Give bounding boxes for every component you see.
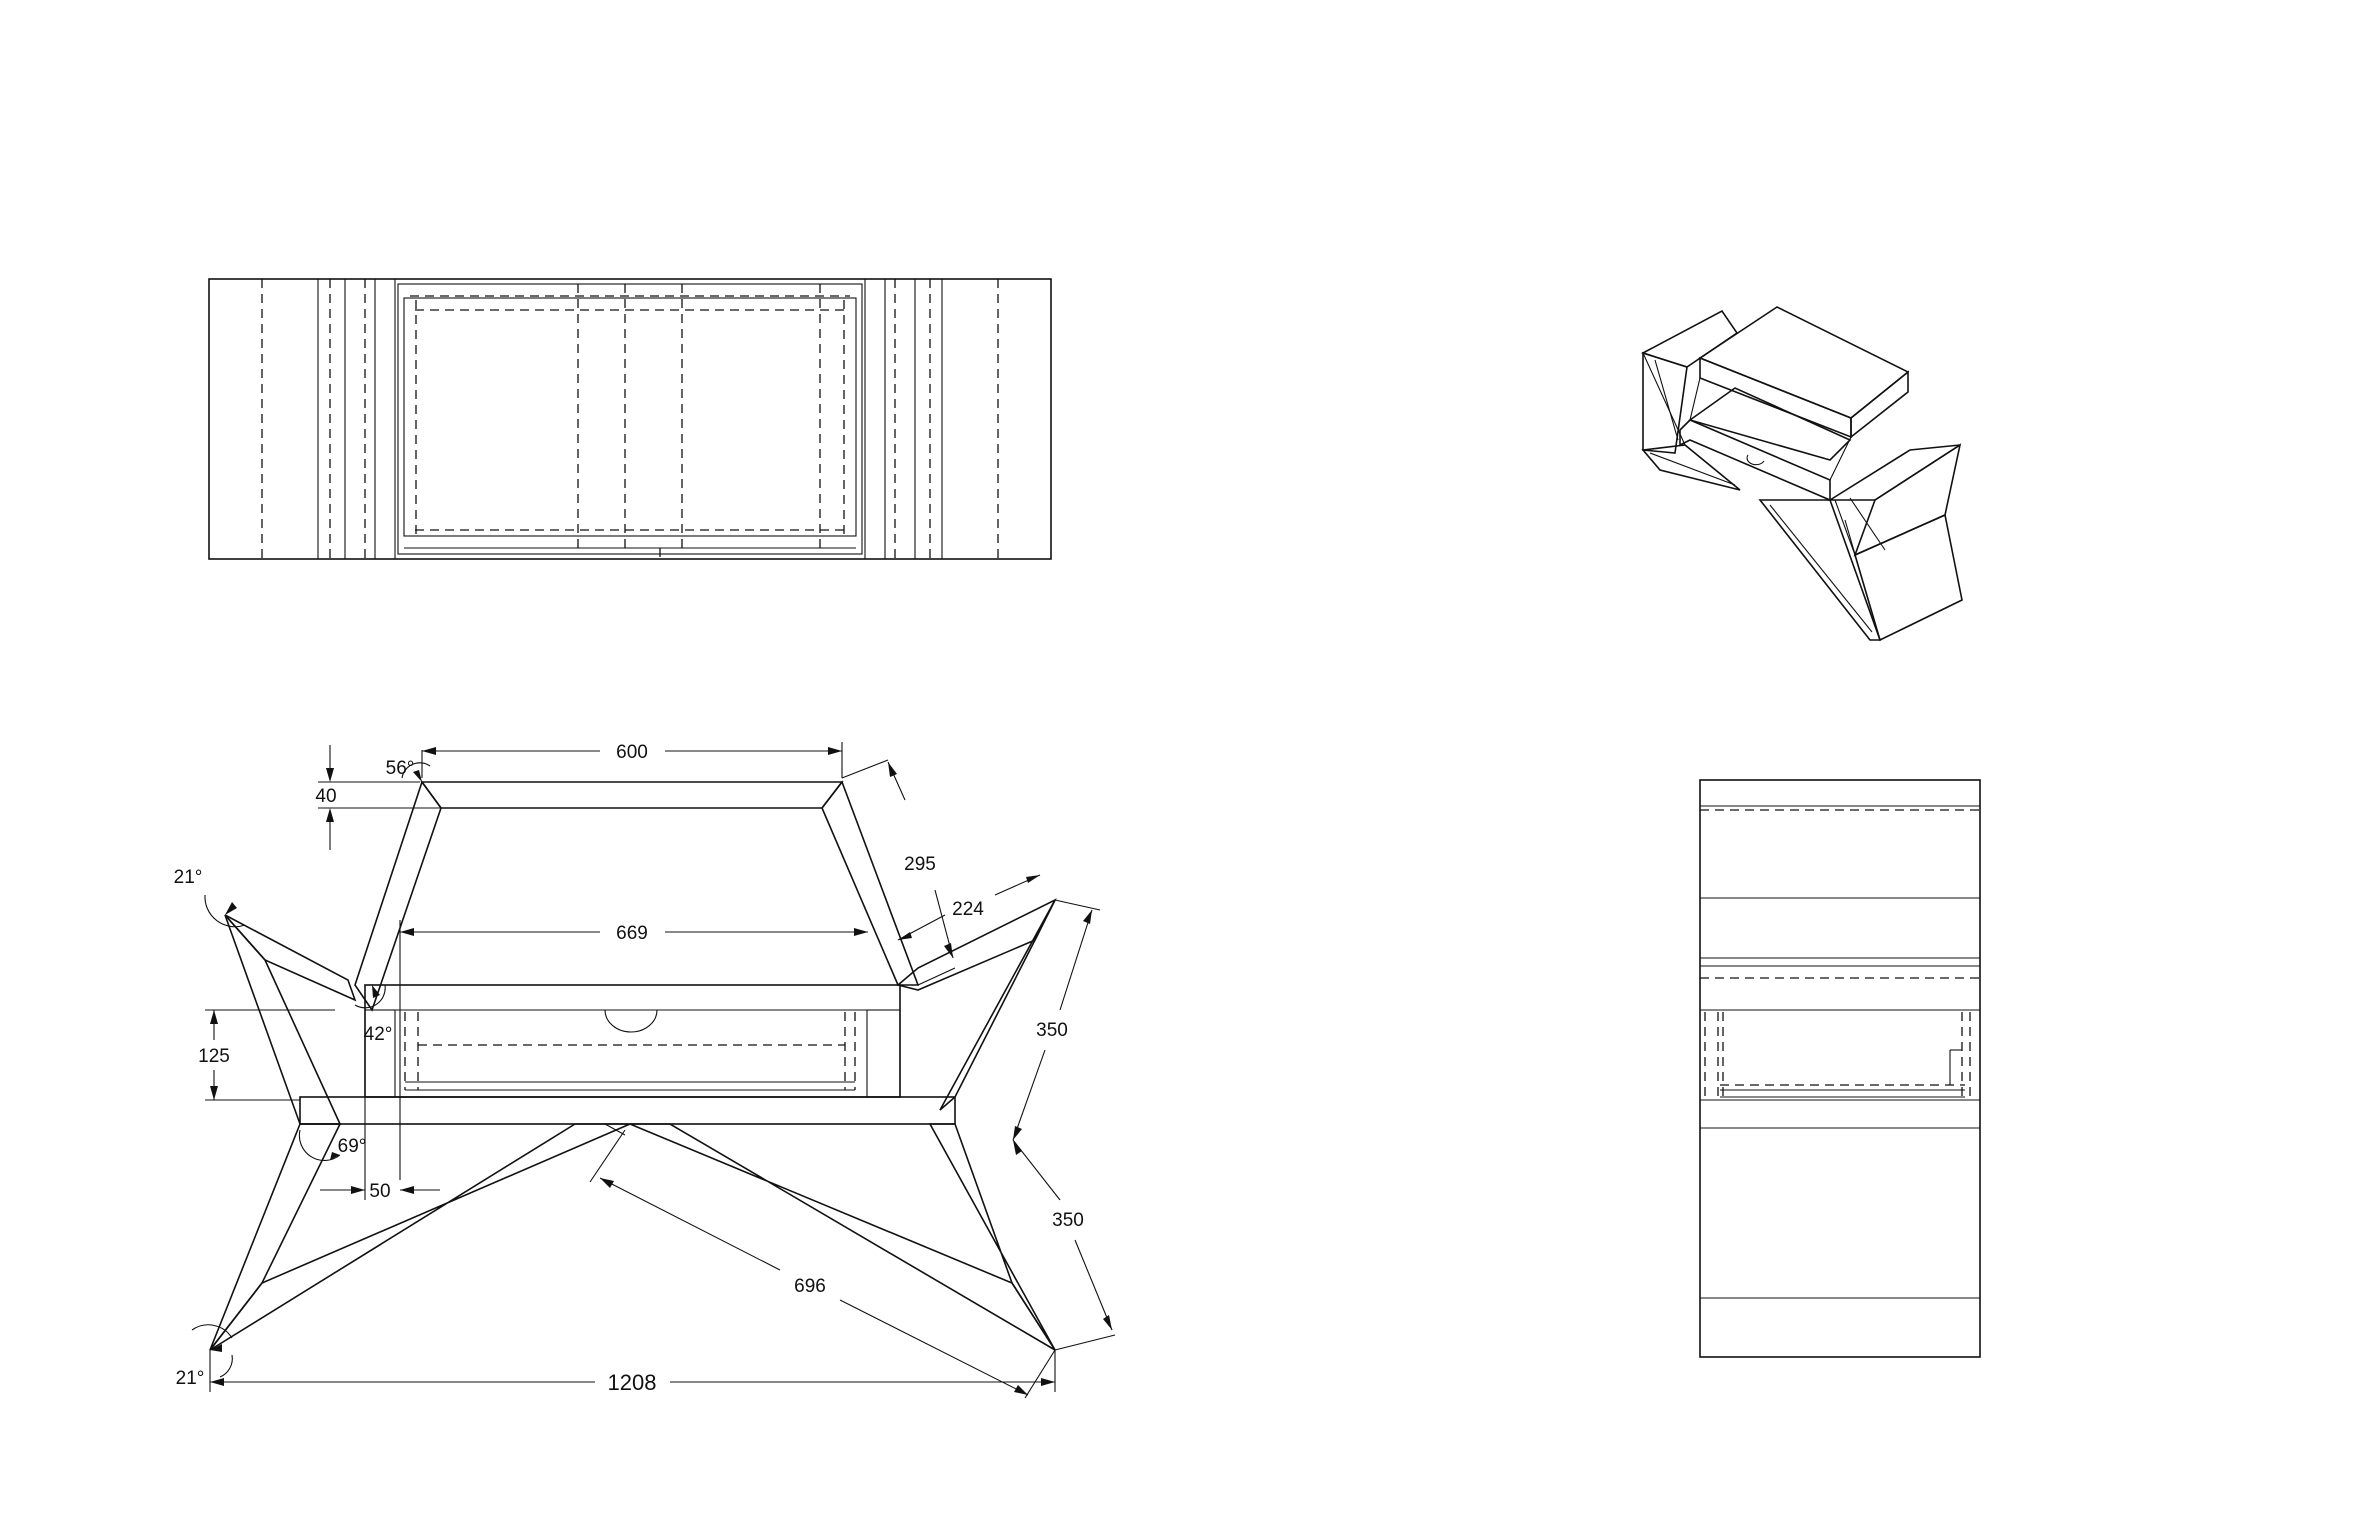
dim-label-350-lower: 350 — [1052, 1210, 1084, 1231]
dim-label-600: 600 — [616, 742, 648, 763]
iso-top-side — [1850, 370, 1909, 439]
dim-upper-depth: 40 — [315, 745, 440, 850]
iso-edge — [1849, 497, 1886, 551]
angle-lower-left: 21° — [176, 1324, 233, 1389]
dim-top-width: 600 — [421, 742, 843, 778]
iso-left-wing-top — [1640, 309, 1739, 368]
lower-rail — [299, 1096, 956, 1125]
edge-line — [604, 1123, 626, 1136]
dim-wing-width: 224 — [897, 874, 1041, 941]
iso-drawer-handle — [1746, 454, 1765, 466]
dim-label-40: 40 — [315, 786, 336, 807]
dim-label-50: 50 — [369, 1181, 390, 1202]
angle-label-42: 42° — [364, 1024, 393, 1045]
iso-edge — [1654, 359, 1679, 441]
dim-label-669: 669 — [616, 923, 648, 944]
tabletop-bar — [420, 781, 844, 809]
iso-edge — [1642, 352, 1686, 446]
iso-edge — [1689, 377, 1701, 421]
angle-top-corner: 56° — [386, 758, 431, 782]
iso-edge — [1649, 452, 1736, 486]
front-view: 600 295 669 224 — [174, 742, 1116, 1399]
dim-cross-brace: 696 — [589, 1129, 1056, 1399]
iso-right-leg — [1854, 513, 1963, 642]
side-outline — [1699, 779, 1981, 1358]
dim-right-upper-leg: 350 — [1012, 899, 1101, 1141]
iso-right-wing-top — [1827, 444, 1961, 501]
iso-edge — [1829, 436, 1852, 481]
dim-drawer-height: 125 — [198, 1009, 335, 1101]
iso-edge — [1769, 504, 1873, 633]
drawer-inner — [403, 297, 857, 537]
angle-label-69: 69° — [338, 1136, 367, 1157]
drawer-box-front — [364, 984, 901, 1098]
iso-left-wing-face — [1642, 351, 1688, 454]
right-mid-leg — [939, 899, 1056, 1111]
left-wing — [224, 914, 357, 1002]
side-view — [1699, 779, 1981, 1358]
dim-overall-width: 1208 — [209, 1350, 1056, 1395]
iso-edge — [1844, 519, 1881, 641]
left-upper-leg — [354, 780, 442, 1012]
dim-label-696: 696 — [794, 1276, 826, 1297]
left-foot-leg — [209, 1123, 342, 1351]
right-foot-leg — [928, 1123, 1056, 1351]
dim-label-1208: 1208 — [608, 1370, 657, 1395]
dim-inner-width: 669 — [399, 920, 868, 1180]
top-view — [208, 278, 1052, 560]
iso-left-leg — [1641, 444, 1741, 491]
cross-brace-right — [629, 1123, 1056, 1351]
dim-label-125: 125 — [198, 1046, 230, 1067]
angle-inner-joint: 42° — [354, 984, 393, 1045]
top-outline — [208, 278, 1052, 560]
dim-foot-offset: 50 — [320, 1097, 440, 1202]
left-lower-leg — [224, 914, 342, 1125]
dim-label-224: 224 — [952, 899, 984, 920]
dim-label-295: 295 — [904, 854, 936, 875]
drawer-box — [397, 283, 863, 555]
angle-upper-left: 21° — [174, 867, 246, 928]
angle-label-21-lower: 21° — [176, 1368, 205, 1389]
iso-edge — [1834, 499, 1856, 556]
angle-label-21-upper: 21° — [174, 867, 203, 888]
dim-right-lower-leg: 350 — [1012, 1139, 1116, 1351]
right-upper-leg — [821, 780, 920, 986]
angle-label-56: 56° — [386, 758, 415, 779]
iso-tray — [1688, 387, 1852, 461]
isometric-view — [1640, 306, 1963, 642]
cross-brace-left — [209, 1123, 631, 1351]
drawer-right-post — [866, 1009, 901, 1098]
drawer-handle-cutout — [604, 1009, 658, 1033]
dim-label-350-upper: 350 — [1036, 1020, 1068, 1041]
angle-knee: 69° — [298, 1129, 367, 1162]
dim-leg-slant: 295 — [841, 759, 956, 986]
